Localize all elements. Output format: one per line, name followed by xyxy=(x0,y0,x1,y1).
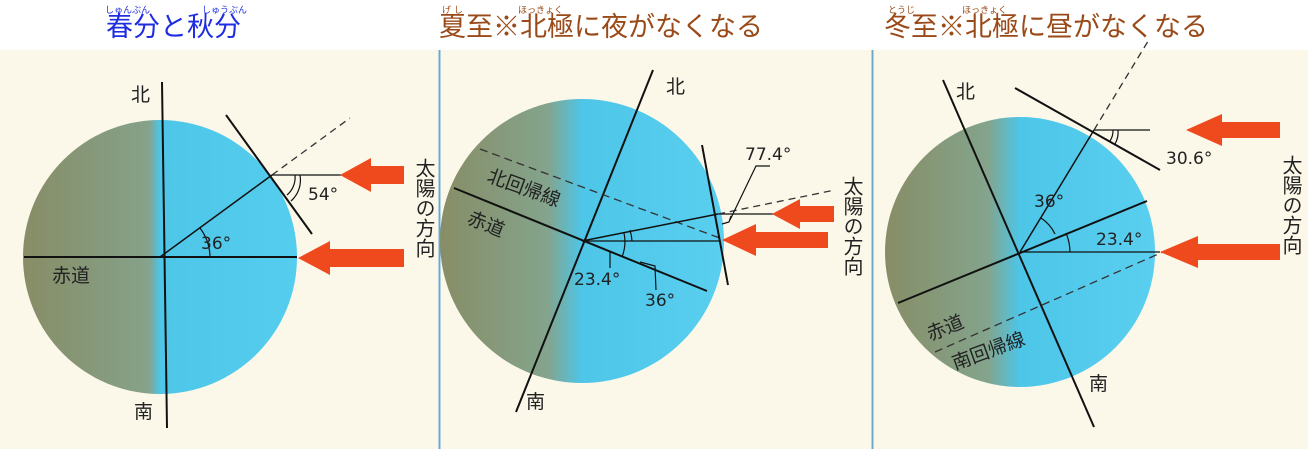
south-label-3: 南 xyxy=(1089,373,1108,395)
equator-label-1: 赤道 xyxy=(52,265,90,287)
angle-arc-54-inner xyxy=(286,174,296,196)
north-label-2: 北 xyxy=(666,76,685,98)
ruby-shuubun: しゅうぶん xyxy=(202,6,248,16)
angle-arc-36-2 xyxy=(621,232,626,258)
sun-arrow-3b xyxy=(1160,236,1280,268)
zenith-dash-3 xyxy=(1093,37,1151,131)
ruby-touji: とうじ xyxy=(888,6,916,16)
angle-36-label-3: 36° xyxy=(1034,192,1064,212)
angle-77-label: 77.4° xyxy=(745,145,791,165)
pointer-36-2 xyxy=(639,261,657,291)
angle-23-label-3: 23.4° xyxy=(1096,230,1142,250)
horizon-line-3 xyxy=(1014,87,1161,171)
south-label-1: 南 xyxy=(134,401,153,423)
angle-arc-54 xyxy=(290,174,302,202)
zenith-dash-2 xyxy=(717,189,836,215)
horizon-line-2 xyxy=(701,144,729,286)
north-label-1: 北 xyxy=(131,84,150,106)
north-label-3: 北 xyxy=(956,81,975,103)
angle-23-label-2: 23.4° xyxy=(574,270,620,290)
angle-arc-30-inner xyxy=(1109,129,1114,142)
angle-arc-36-3 xyxy=(1040,217,1056,235)
zenith-dash-1 xyxy=(271,117,351,176)
panel-1-title: 春分と秋分 xyxy=(106,12,241,43)
sun-direction-label-1: 太陽の方向 xyxy=(412,158,436,258)
sun-direction-label-3: 太陽の方向 xyxy=(1279,155,1303,255)
angle-30-label: 30.6° xyxy=(1166,149,1212,169)
panel-2-title: 夏至※北極に夜がなくなる xyxy=(439,12,763,43)
sun-arrow-1a xyxy=(340,158,404,192)
horizon-line-1 xyxy=(225,114,313,235)
ruby-geshi: げ し xyxy=(442,6,463,16)
radius-line-3 xyxy=(1019,129,1095,253)
angle-36-label-1: 36° xyxy=(201,234,231,254)
sun-arrow-2b xyxy=(722,224,828,256)
radius-line-2 xyxy=(581,213,719,242)
ruby-shunbun: しゅんぶん xyxy=(105,6,151,16)
panel-3-winter-solstice: 北 南 赤道 南回帰線 30.6° 36° 23.4° 太陽の方向 xyxy=(885,37,1303,428)
angle-arc-77 xyxy=(721,215,732,225)
panel-1-equinox: 北 南 赤道 54° 36° 太陽の方向 xyxy=(23,81,436,429)
angle-54-label: 54° xyxy=(308,185,338,205)
angle-arc-30 xyxy=(1114,129,1119,145)
ruby-hokkyoku-2: ほっきょく xyxy=(962,6,1008,16)
angle-arc-23-3 xyxy=(1065,232,1071,253)
sun-direction-label-2: 太陽の方向 xyxy=(840,176,864,276)
sun-arrow-3a xyxy=(1186,114,1280,146)
panel-2-summer-solstice: 北 南 赤道 北回帰線 77.4° 23.4° 36° 太陽の方向 xyxy=(440,69,864,413)
south-label-2: 南 xyxy=(526,391,545,413)
sun-arrow-2a xyxy=(772,199,834,229)
panel-3-title: 冬至※北極に昼がなくなる xyxy=(884,12,1208,43)
ruby-hokkyoku-1: ほっきょく xyxy=(518,6,564,16)
angle-arc-23-2 xyxy=(629,229,633,242)
axis-1 xyxy=(161,81,168,429)
tropic-dash-3 xyxy=(934,247,1173,353)
angle-arc-36-eq xyxy=(199,227,211,258)
equator-line-2 xyxy=(453,187,708,292)
pointer-77 xyxy=(729,165,770,221)
radius-line-1 xyxy=(159,174,273,258)
angle-36-label-2: 36° xyxy=(645,291,675,311)
tropic-dash-2 xyxy=(479,148,726,241)
sun-arrow-1b xyxy=(298,241,404,275)
